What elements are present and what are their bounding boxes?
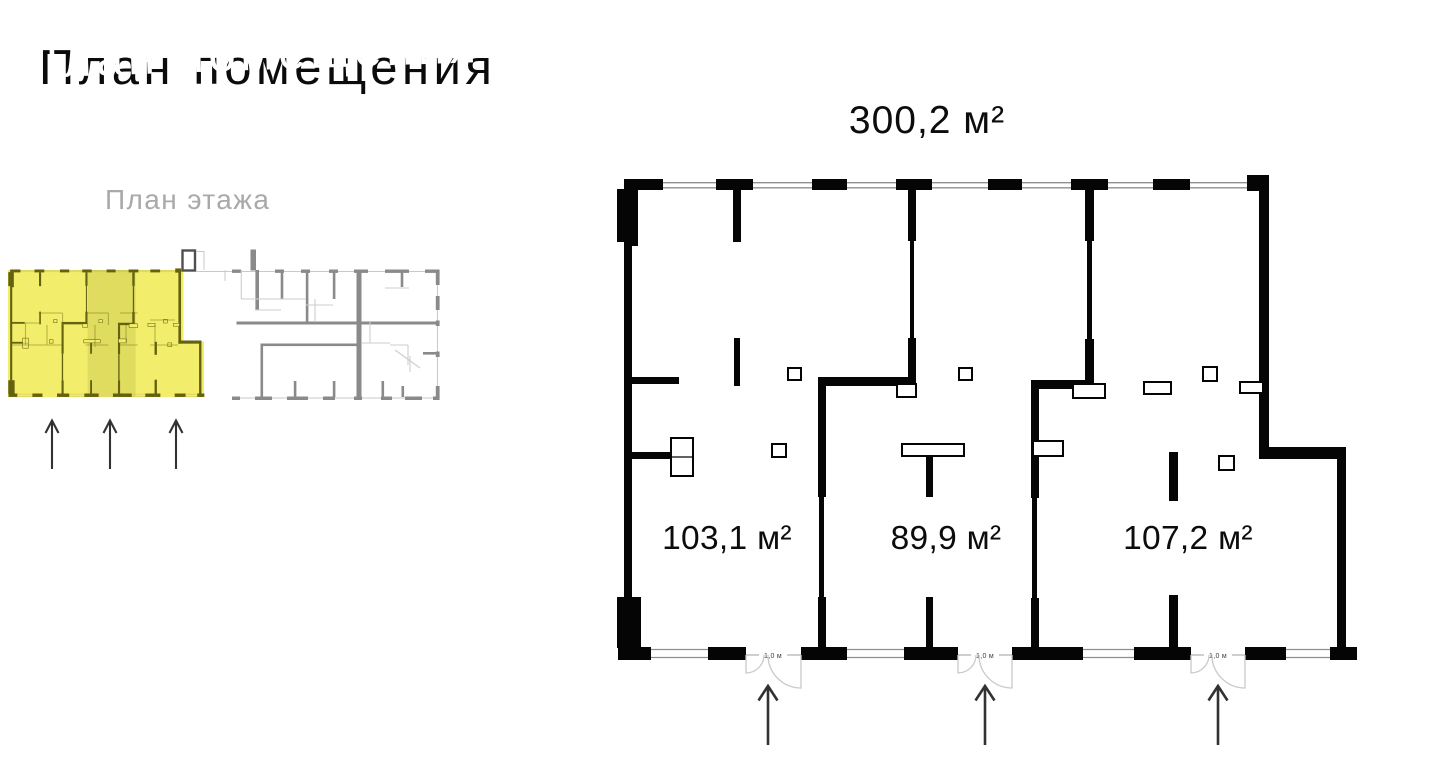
room-area-label: 89,9 м² bbox=[891, 520, 1002, 557]
floor-plan-label: План этажа bbox=[105, 184, 271, 215]
door-width-label: 1,0 м bbox=[976, 653, 994, 660]
neighbor-walls bbox=[236, 270, 438, 398]
arrow-up-icon bbox=[757, 683, 779, 745]
floor-neighbor-section bbox=[181, 249, 440, 400]
arrow-up-icon bbox=[44, 418, 60, 469]
room-area-label: 107,2 м² bbox=[1123, 520, 1253, 557]
entrance-door: 1,0 м bbox=[957, 653, 1013, 689]
page-title: План помещения План помещения bbox=[22, 19, 497, 110]
unit-highlight-shade bbox=[87, 270, 136, 397]
unit-highlight bbox=[8, 270, 204, 397]
neighbor-detail bbox=[224, 270, 421, 372]
arrow-up-icon bbox=[1207, 683, 1229, 745]
total-area-label: 300,2 м² bbox=[849, 99, 1005, 142]
shaft-chimney bbox=[181, 249, 197, 272]
arrow-up-icon bbox=[102, 418, 118, 469]
floor-plan-thumbnail bbox=[8, 249, 440, 469]
entrance-door: 1,0 м bbox=[1190, 653, 1246, 689]
unit-plan-walls bbox=[617, 175, 1357, 660]
neighbor-dashes bbox=[232, 269, 440, 400]
room-area-label: 103,1 м² bbox=[662, 520, 792, 557]
arrow-up-icon bbox=[168, 418, 184, 469]
unit-plan: 300,2 м² 1,0 м 1,0 м 1,0 м bbox=[617, 99, 1357, 745]
arrow-up-icon bbox=[974, 683, 996, 745]
page-title-text: План помещения bbox=[39, 41, 497, 95]
mini-unit-detail bbox=[12, 312, 178, 347]
mini-entrance-arrows bbox=[44, 418, 184, 469]
door-width-label: 1,0 м bbox=[1209, 653, 1227, 660]
entrance-arrows bbox=[757, 683, 1229, 745]
entrance-door: 1,0 м bbox=[745, 653, 802, 689]
door-width-label: 1,0 м bbox=[764, 653, 782, 660]
